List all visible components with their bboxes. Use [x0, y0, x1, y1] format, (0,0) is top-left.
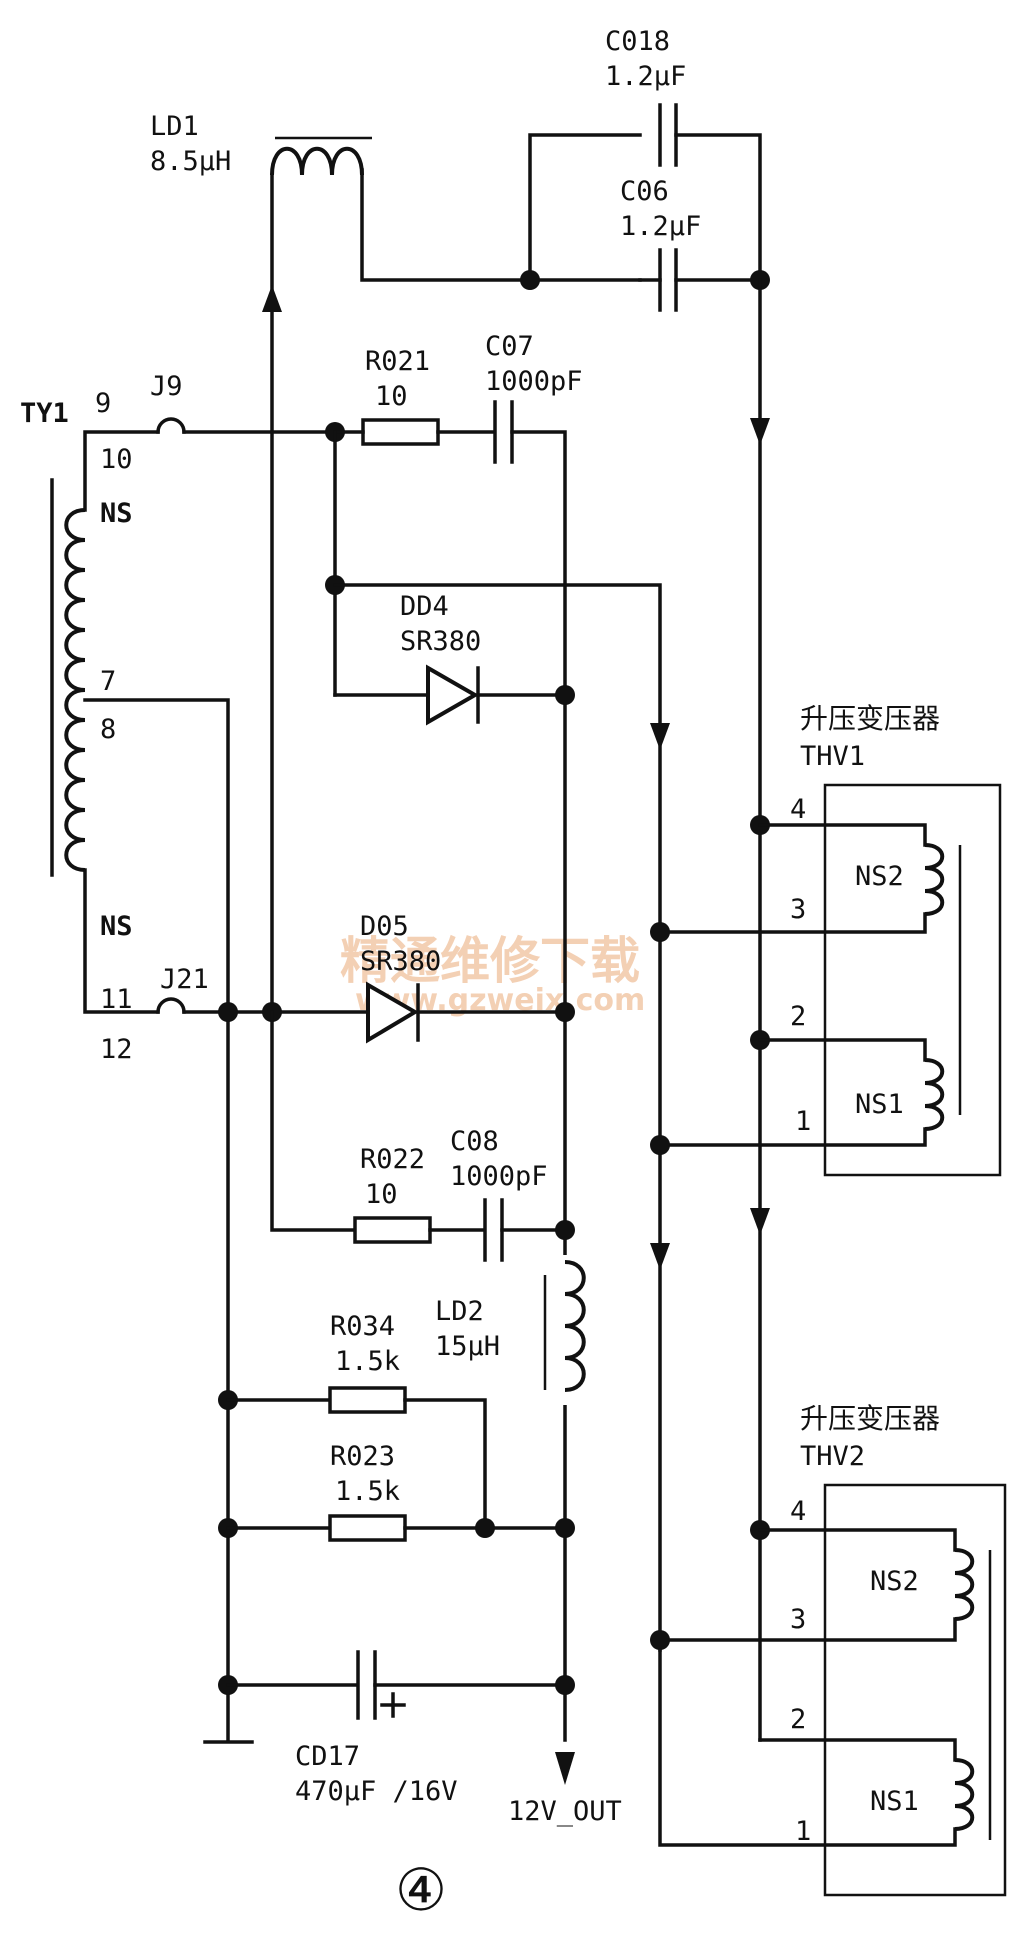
thv2-ns2: NS2 [870, 1566, 919, 1597]
r021-name: R021 [365, 346, 430, 377]
r023-name: R023 [330, 1441, 395, 1472]
r022-name: R022 [360, 1144, 425, 1175]
c07-value: 1000pF [485, 366, 583, 397]
c06-name: C06 [620, 176, 669, 207]
ld1-c018-c06-section: C018 1.2μF C06 1.2μF LD1 8.5μH [150, 26, 770, 1742]
ns-top-label: NS [100, 498, 133, 529]
c018-value: 1.2μF [605, 61, 686, 92]
ty1-transformer: TY1 9 10 NS 7 8 NS 11 12 [20, 388, 230, 1742]
cd17-value: 470μF /16V [295, 1776, 458, 1807]
r034-value: 1.5k [335, 1346, 400, 1377]
thv1-transformer: 升压变压器 THV1 4 3 NS2 2 1 NS1 [650, 702, 1002, 1177]
d05-value: SR380 [360, 946, 441, 977]
r022-value: 10 [365, 1179, 398, 1210]
lower-rectifier-section: D05 SR380 J21 J9 R022 10 C08 1000pF [150, 371, 575, 1262]
figure-number: ④ [395, 1856, 447, 1924]
thv2-pin-2: 2 [790, 1704, 806, 1735]
d05-diode [366, 981, 419, 1044]
j9-jumper [156, 417, 186, 434]
ld1-name: LD1 [150, 111, 199, 142]
thv1-ns2: NS2 [855, 861, 904, 892]
pin-10-label: 10 [100, 444, 133, 475]
thv1-pin-3: 3 [790, 894, 806, 925]
ld1-value: 8.5μH [150, 146, 231, 177]
thv2-ns1: NS1 [870, 1786, 919, 1817]
output-label: 12V_OUT [508, 1796, 622, 1827]
pin-7-label: 7 [100, 666, 116, 697]
thv1-pin-2: 2 [790, 1001, 806, 1032]
ty1-label: TY1 [20, 398, 69, 429]
r034-name: R034 [330, 1311, 395, 1342]
ld1-arrow [262, 285, 282, 312]
pin-11-label: 11 [100, 984, 133, 1015]
pin-9-label: 9 [95, 388, 111, 419]
watermark-cn: 精通维修下载 [340, 932, 640, 990]
thv2-cn-label: 升压变压器 [800, 1402, 940, 1435]
ty1-winding [64, 508, 86, 872]
r022-resistor [353, 1216, 432, 1244]
thv2-pin-4: 4 [790, 1496, 806, 1527]
r023-value: 1.5k [335, 1476, 400, 1507]
ld2-value: 15μH [435, 1331, 500, 1362]
j9-label: J9 [150, 371, 183, 402]
thv1-name: THV1 [800, 741, 865, 772]
c07-name: C07 [485, 331, 534, 362]
r021-resistor [361, 418, 440, 446]
j21-jumper [156, 997, 186, 1014]
c08-value: 1000pF [450, 1161, 548, 1192]
c018-name: C018 [605, 26, 670, 57]
c06-value: 1.2μF [620, 211, 701, 242]
r034-resistor [328, 1386, 407, 1414]
thv1-pin-1: 1 [795, 1106, 811, 1137]
r023-resistor [328, 1514, 407, 1542]
thv1-ns1: NS1 [855, 1089, 904, 1120]
pin-12-label: 12 [100, 1034, 133, 1065]
thv2-transformer: 升压变压器 THV2 4 3 NS2 2 1 NS1 [650, 1402, 1007, 1897]
ld2-inductor [564, 1260, 586, 1392]
watermark: 精通维修下载 www.gzweix.com [340, 932, 645, 1018]
cd17-name: CD17 [295, 1741, 360, 1772]
r021-value: 10 [375, 381, 408, 412]
dd4-name: DD4 [400, 591, 449, 622]
thv1-cn-label: 升压变压器 [800, 702, 940, 735]
thv2-pin-3: 3 [790, 1604, 806, 1635]
ld2-name: LD2 [435, 1296, 484, 1327]
ld1-inductor [270, 146, 364, 176]
j21-label: J21 [160, 964, 209, 995]
c08-name: C08 [450, 1126, 499, 1157]
dd4-value: SR380 [400, 626, 481, 657]
pin-8-label: 8 [100, 714, 116, 745]
dd4-diode [426, 664, 480, 726]
ns-bottom-label: NS [100, 911, 133, 942]
d05-name: D05 [360, 911, 409, 942]
thv1-pin-4: 4 [790, 794, 806, 825]
output-filter-section: LD2 15μH R034 1.5k R023 1.5k CD17 470μF … [203, 1255, 622, 1827]
thv2-pin-1: 1 [795, 1816, 811, 1847]
output-arrow [555, 1752, 575, 1785]
thv2-name: THV2 [800, 1441, 865, 1472]
